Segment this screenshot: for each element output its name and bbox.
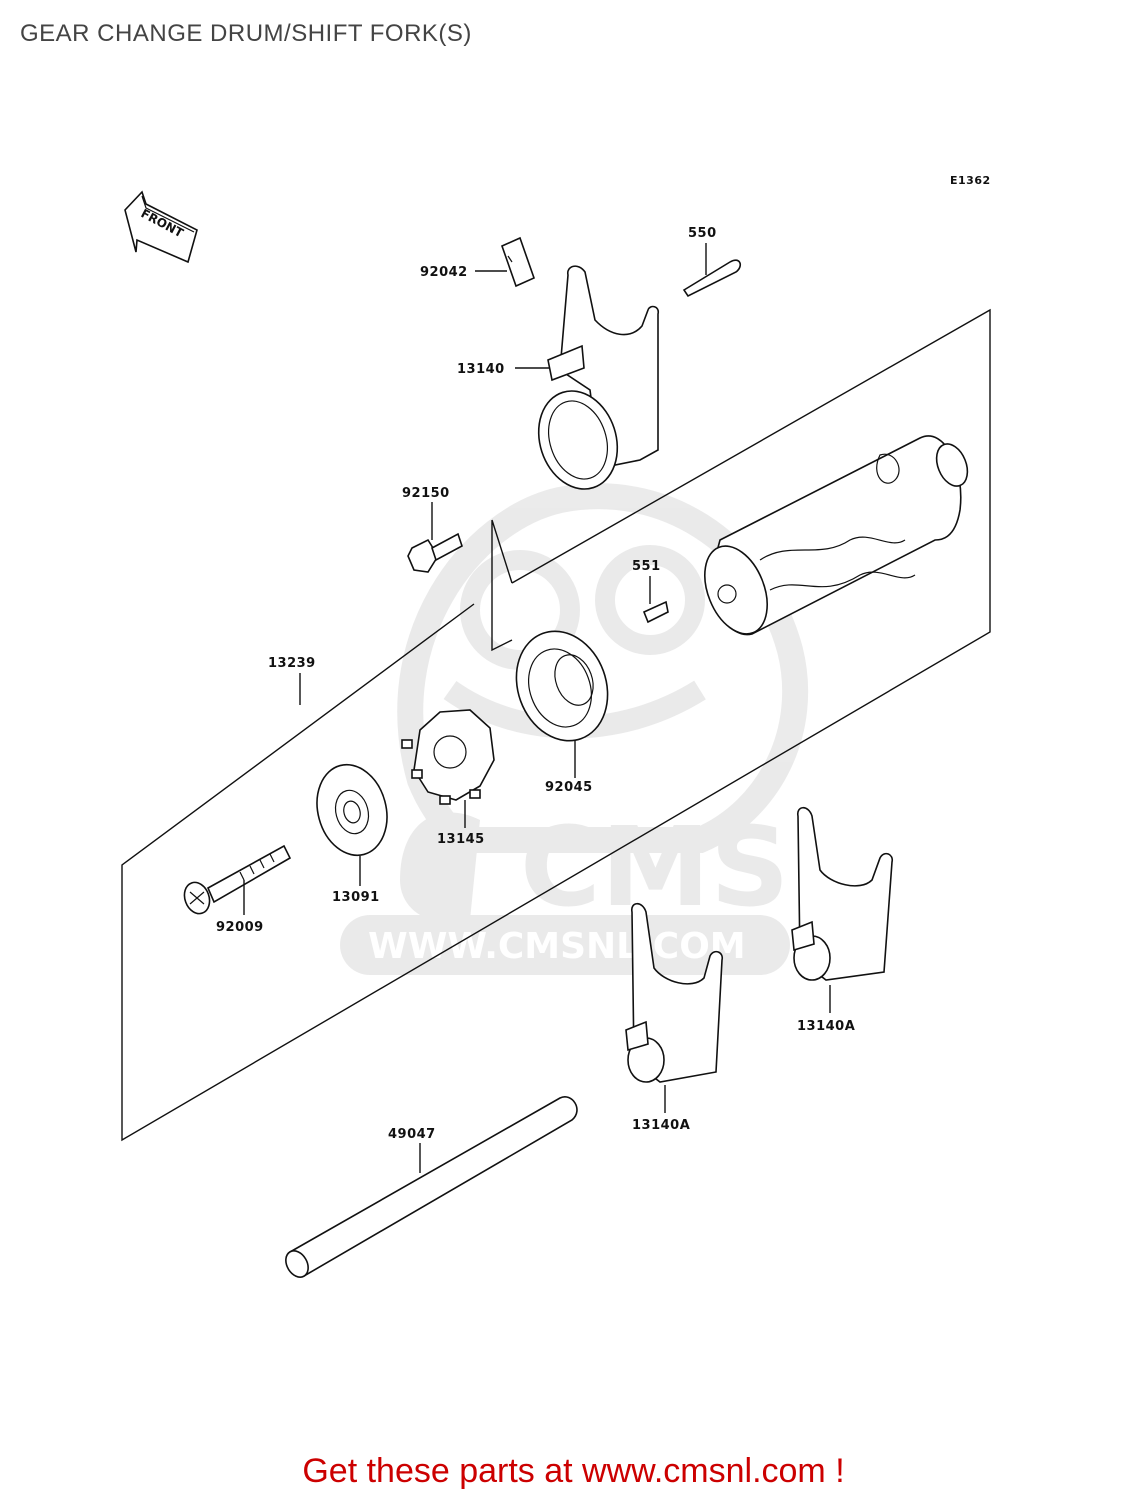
label-92150: 92150	[402, 486, 450, 501]
page-title: GEAR CHANGE DRUM/SHIFT FORK(S)	[20, 20, 472, 47]
part-92150-bolt-icon	[407, 532, 463, 573]
part-92009-screw-icon	[183, 844, 292, 915]
label-13140a-right: 13140A	[797, 1019, 855, 1034]
gear-change-drum-icon	[704, 435, 969, 636]
part-92042-icon	[501, 236, 535, 288]
part-92045-bearing-icon	[515, 630, 609, 742]
part-13140a-left-fork-icon	[625, 902, 724, 1083]
label-92009: 92009	[216, 920, 264, 935]
part-13145-plate-icon	[401, 709, 495, 805]
footer-promo-link[interactable]: Get these parts at www.cmsnl.com !	[302, 1452, 845, 1490]
part-13140-fork-icon	[537, 265, 660, 490]
label-13145: 13145	[437, 832, 485, 847]
part-13140a-right-fork-icon	[791, 806, 894, 981]
label-551: 551	[632, 559, 661, 574]
label-550: 550	[688, 226, 717, 241]
diagram-code: E1362	[950, 174, 991, 187]
assembly-outline	[121, 308, 991, 1142]
front-arrow-icon: FRONT	[124, 190, 198, 264]
watermark-logo: CMS	[520, 803, 789, 931]
part-49047-shaft-icon	[285, 1096, 578, 1278]
label-13140a-left: 13140A	[632, 1118, 690, 1133]
label-49047: 49047	[388, 1127, 436, 1142]
part-550-icon	[682, 259, 742, 298]
label-13239: 13239	[268, 656, 316, 671]
part-13091-plate-icon	[316, 763, 388, 857]
parts-diagram: CMS WWW.CMSNL.COM E1362 FRONT 92042 550 …	[121, 174, 991, 1278]
label-92042: 92042	[420, 265, 468, 280]
label-92045: 92045	[545, 780, 593, 795]
watermark-url: WWW.CMSNL.COM	[368, 926, 746, 967]
label-13140: 13140	[457, 362, 505, 377]
part-551-pin-icon	[642, 600, 669, 624]
assembly-inner-bracket	[491, 519, 513, 652]
label-13091: 13091	[332, 890, 380, 905]
